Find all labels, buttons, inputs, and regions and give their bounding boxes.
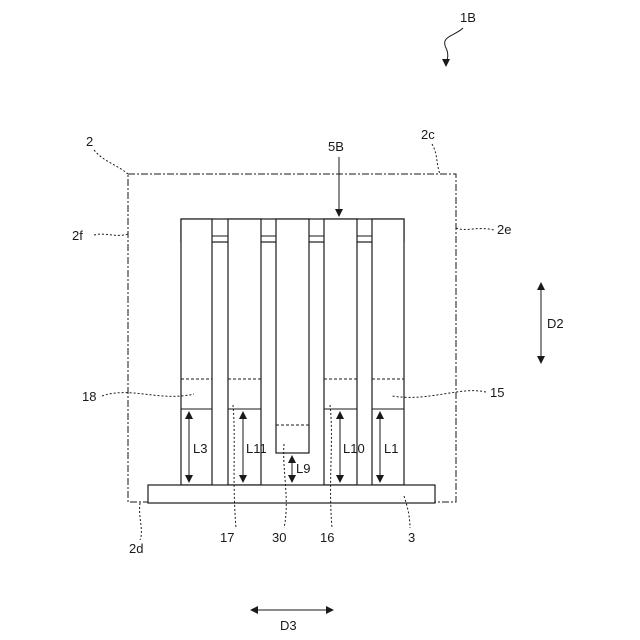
top-edge-label: 2c [421,127,435,142]
dim-l3-label: L3 [193,441,207,456]
dim-l1-label: L1 [384,441,398,456]
left-edge-leader [94,234,128,235]
figure-label-leader [445,28,463,66]
contact-15-leader [392,391,486,398]
d2-label: D2 [547,316,564,331]
bottom-edge-label: 2d [129,541,143,556]
dim-l11-label: L11 [246,441,267,456]
center-contact-body [276,219,309,453]
dim-l9-label: L9 [296,461,310,476]
assembly-label: 5B [328,139,344,154]
bottom-edge-leader [140,503,142,540]
contact-17-label: 17 [220,530,234,545]
contact-16-label: 16 [320,530,334,545]
contact-15-label: 15 [490,385,504,400]
dim-l10-label: L10 [343,441,365,456]
center-contact-label: 30 [272,530,286,545]
housing-label: 2 [86,134,93,149]
base-plate [148,485,435,503]
base-label: 3 [408,530,415,545]
d3-label: D3 [280,618,297,633]
contact-18-leader [102,393,194,397]
top-edge-leader [432,144,440,174]
figure-label: 1B [460,10,476,25]
housing-leader [94,150,128,174]
left-edge-label: 2f [72,228,83,243]
right-edge-label: 2e [497,222,511,237]
right-edge-leader [456,228,494,230]
contact-18-label: 18 [82,389,96,404]
